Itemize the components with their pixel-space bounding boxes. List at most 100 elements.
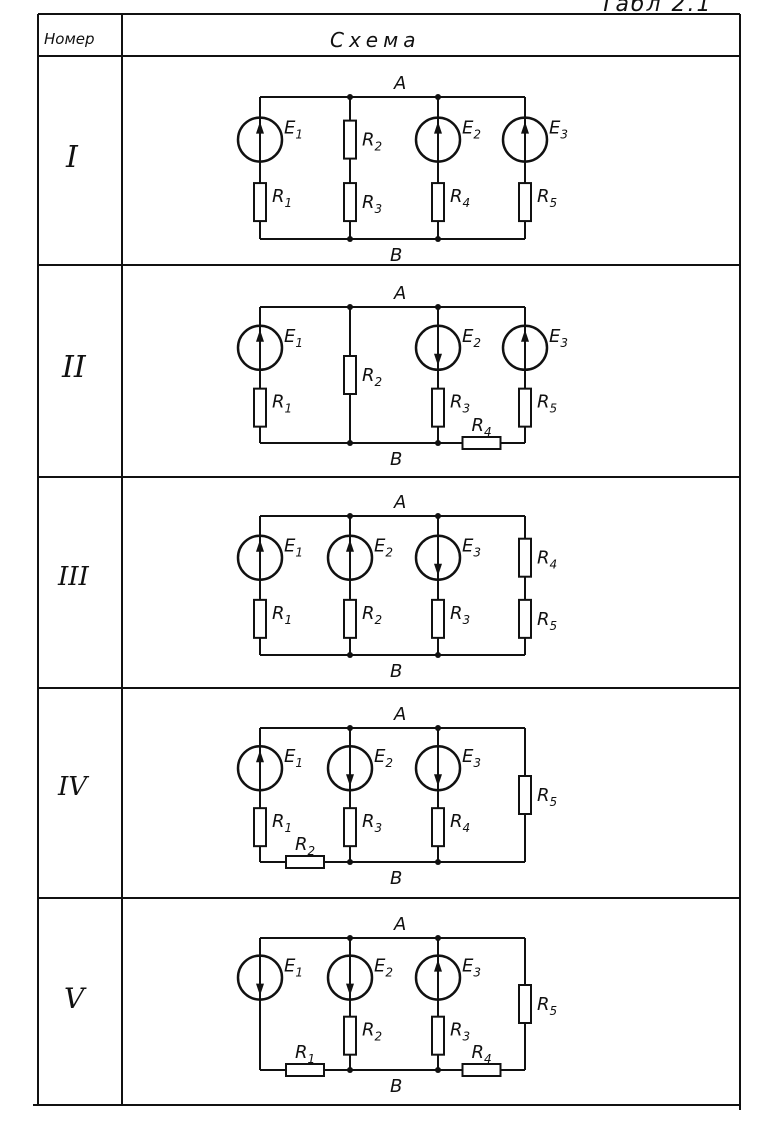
voltage-source-e1 <box>236 744 284 792</box>
label-r1: R1 <box>272 811 292 835</box>
node-dot <box>435 440 441 446</box>
label-e1: E1 <box>284 118 303 142</box>
voltage-source-e1 <box>236 534 284 581</box>
voltage-source-e1 <box>236 116 284 163</box>
node-a-label: A <box>393 914 406 935</box>
voltage-source-e3 <box>414 744 462 792</box>
label-r5: R5 <box>537 785 557 809</box>
node-dot <box>347 94 353 100</box>
node-dot <box>347 236 353 242</box>
row-number-1: I <box>66 140 78 175</box>
label-e3: E3 <box>549 118 568 142</box>
resistor-r3 <box>343 182 357 223</box>
resistor-r2 <box>343 598 357 639</box>
node-dot <box>347 725 353 731</box>
voltage-source-e2 <box>326 534 374 581</box>
node-dot <box>347 859 353 865</box>
resistor-r1 <box>285 1063 325 1077</box>
label-r5: R5 <box>537 392 557 416</box>
resistor-r4 <box>431 182 445 223</box>
node-dot <box>347 935 353 941</box>
voltage-source-e2 <box>414 324 462 372</box>
resistor-r5 <box>518 182 532 223</box>
node-dot <box>435 725 441 731</box>
label-r1: R1 <box>272 186 292 210</box>
node-dot <box>347 440 353 446</box>
label-r4: R4 <box>472 1042 492 1066</box>
resistor-r5 <box>518 598 532 639</box>
resistor-r3 <box>431 1015 445 1056</box>
label-e3: E3 <box>462 536 481 560</box>
label-e3: E3 <box>549 326 568 350</box>
node-dot <box>435 1067 441 1073</box>
label-r4: R4 <box>472 415 492 439</box>
label-r2: R2 <box>295 834 315 858</box>
label-r1: R1 <box>295 1042 315 1066</box>
label-e2: E2 <box>462 118 481 142</box>
node-dot <box>347 1067 353 1073</box>
resistor-r4 <box>431 807 445 848</box>
node-b-label: B <box>390 868 402 889</box>
label-e2: E2 <box>374 536 393 560</box>
node-dot <box>347 304 353 310</box>
resistor-r3 <box>431 598 445 639</box>
label-r3: R3 <box>450 603 470 627</box>
label-r1: R1 <box>272 603 292 627</box>
node-dot <box>347 513 353 519</box>
resistor-r2 <box>343 355 357 395</box>
label-e2: E2 <box>462 326 481 350</box>
node-dot <box>435 513 441 519</box>
label-e1: E1 <box>284 536 303 560</box>
label-e1: E1 <box>284 956 303 980</box>
voltage-source-e2 <box>326 954 374 1001</box>
voltage-source-e1 <box>236 324 284 372</box>
resistor-r4 <box>461 436 502 450</box>
label-e3: E3 <box>462 956 481 980</box>
node-dot <box>435 652 441 658</box>
resistor-r5 <box>518 984 532 1024</box>
voltage-source-e3 <box>501 116 549 163</box>
resistor-r5 <box>518 387 532 428</box>
resistor-r4 <box>518 537 532 578</box>
node-b-label: B <box>390 1076 402 1097</box>
node-dot <box>435 304 441 310</box>
resistor-r3 <box>431 387 445 428</box>
label-r2: R2 <box>362 365 382 389</box>
node-b-label: B <box>390 661 402 682</box>
node-dot <box>435 859 441 865</box>
label-r5: R5 <box>537 186 557 210</box>
node-dot <box>435 935 441 941</box>
node-dot <box>347 652 353 658</box>
resistor-r1 <box>253 807 267 848</box>
voltage-source-e2 <box>414 116 462 163</box>
node-a-label: A <box>393 492 406 513</box>
node-dot <box>435 236 441 242</box>
resistor-r2 <box>343 1015 357 1056</box>
header-number: Номер <box>44 30 95 48</box>
voltage-source-e2 <box>326 744 374 792</box>
row-number-5: V <box>64 982 85 1015</box>
label-r5: R5 <box>537 609 557 633</box>
voltage-source-e3 <box>414 534 462 581</box>
label-e1: E1 <box>284 746 303 770</box>
resistor-r5 <box>518 775 532 815</box>
node-a-label: A <box>393 283 406 304</box>
voltage-source-e3 <box>501 324 549 372</box>
resistor-r2 <box>343 119 357 160</box>
resistor-r1 <box>253 387 267 428</box>
label-e2: E2 <box>374 746 393 770</box>
label-r5: R5 <box>537 994 557 1018</box>
label-r2: R2 <box>362 130 382 154</box>
resistor-r3 <box>343 807 357 848</box>
row-number-3: III <box>58 562 89 592</box>
label-r4: R4 <box>537 548 557 572</box>
node-b-label: B <box>390 245 402 266</box>
label-r4: R4 <box>450 186 470 210</box>
label-r3: R3 <box>450 1020 470 1044</box>
